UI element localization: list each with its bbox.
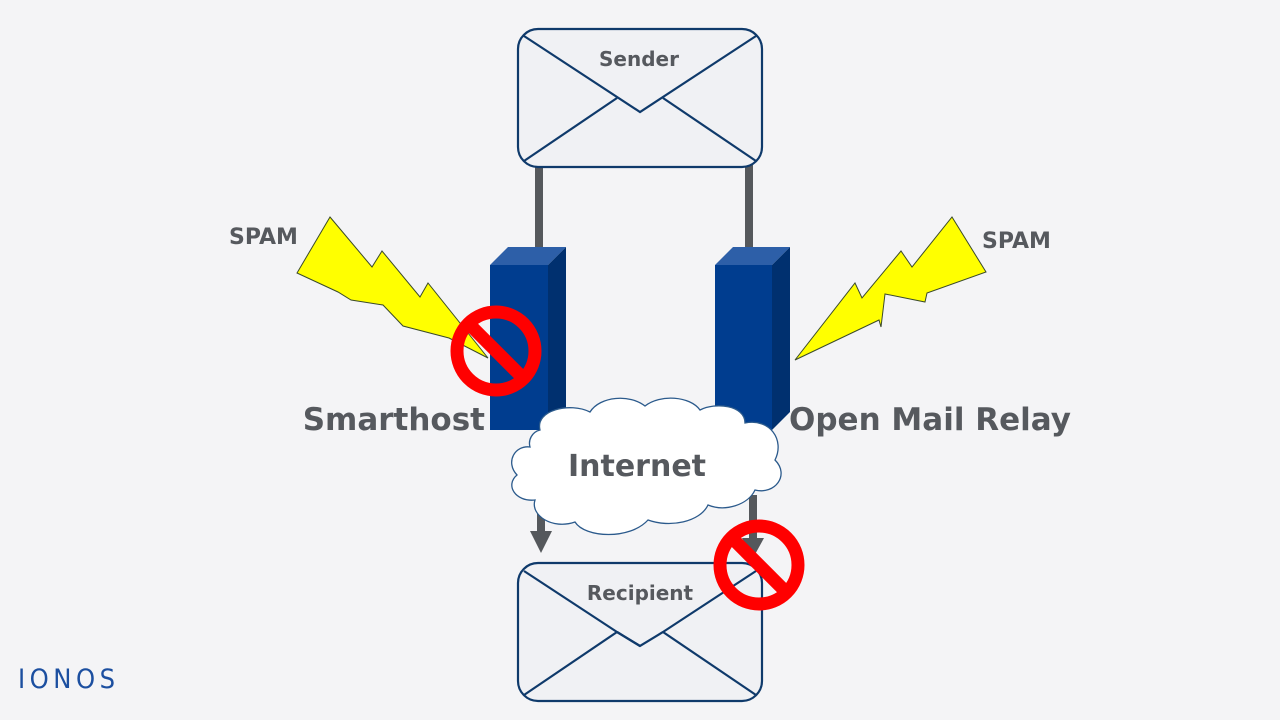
open-relay-label: Open Mail Relay <box>789 402 1071 438</box>
recipient-label: Recipient <box>587 581 694 605</box>
internet-label: Internet <box>568 449 706 484</box>
ionos-logo: IONOS <box>18 664 120 695</box>
spam-lightning-left-icon <box>296 216 489 359</box>
arrow-down-icon <box>530 531 552 553</box>
spam-lightning-right-icon <box>794 216 987 361</box>
spam-left-label: SPAM <box>229 225 298 250</box>
open-relay-server-icon <box>715 247 790 430</box>
spam-right-label: SPAM <box>982 229 1051 254</box>
sender-envelope: Sender <box>516 27 764 169</box>
smarthost-label: Smarthost <box>303 402 485 438</box>
prohibited-icon <box>450 305 542 397</box>
sender-label: Sender <box>599 47 679 71</box>
recipient-envelope: Recipient <box>516 561 764 703</box>
arrow-down-icon <box>742 538 764 558</box>
prohibited-icon <box>713 519 805 611</box>
internet-cloud-icon: Internet <box>511 397 782 536</box>
